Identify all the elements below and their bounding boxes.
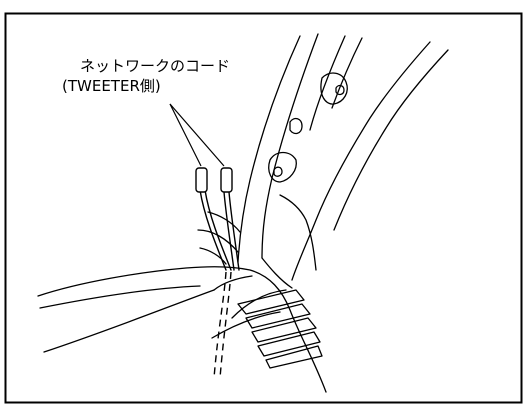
callout-leader-lines	[169, 103, 225, 167]
cable-callout-sublabel: (TWEETER側)	[62, 77, 161, 95]
cable-callout-label: ネットワークのコード	[80, 57, 231, 75]
connector-right	[220, 167, 233, 193]
connector-left	[195, 167, 208, 193]
a-pillar-panel	[197, 33, 449, 289]
cable-connectors	[195, 167, 233, 193]
dashboard-trim	[37, 266, 327, 393]
diagram-border	[4, 12, 523, 404]
tweeter-cables	[199, 189, 240, 271]
